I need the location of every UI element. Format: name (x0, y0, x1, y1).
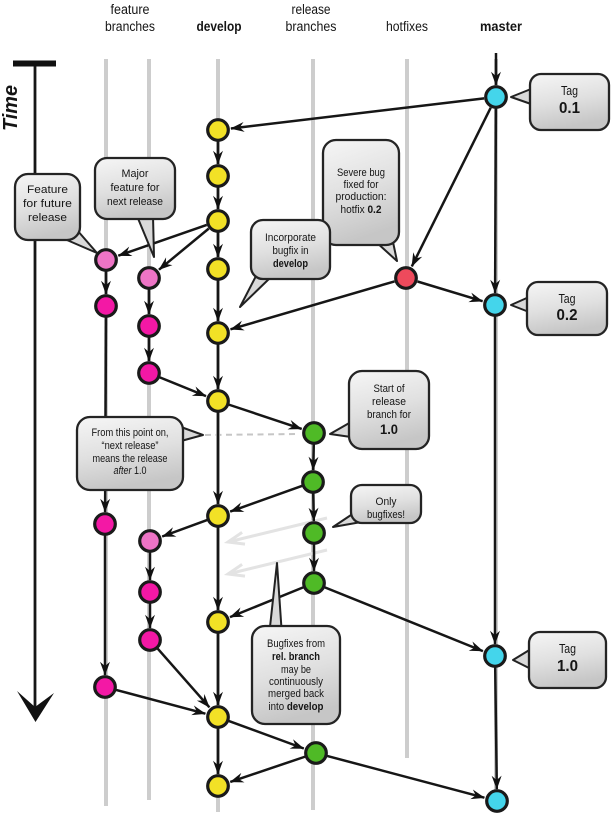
svg-text:develop: develop (273, 258, 308, 270)
svg-text:Tag: Tag (561, 84, 578, 98)
svg-text:after 1.0: after 1.0 (114, 465, 147, 477)
svg-text:into develop: into develop (269, 701, 324, 713)
svg-text:Severe bug: Severe bug (337, 167, 385, 179)
svg-text:Feature: Feature (27, 184, 68, 196)
svg-text:merged back: merged back (268, 688, 324, 700)
svg-text:Tag: Tag (559, 642, 576, 656)
svg-text:continuously: continuously (269, 676, 323, 688)
svg-text:release: release (292, 2, 331, 17)
svg-text:From this point on,: From this point on, (92, 427, 169, 439)
svg-text:bugfix in: bugfix in (273, 245, 309, 257)
svg-text:Tag: Tag (559, 292, 576, 306)
svg-text:master: master (480, 19, 523, 34)
svg-text:“next release”: “next release” (102, 440, 159, 452)
svg-text:means the release: means the release (93, 453, 168, 465)
svg-text:branch for: branch for (367, 409, 411, 421)
svg-text:bugfixes!: bugfixes! (367, 509, 405, 521)
svg-text:branches: branches (105, 19, 155, 34)
svg-text:release: release (372, 396, 406, 408)
svg-text:feature: feature (111, 2, 150, 17)
svg-text:hotfix 0.2: hotfix 0.2 (341, 204, 382, 216)
svg-text:Bugfixes from: Bugfixes from (267, 638, 325, 650)
svg-text:may be: may be (281, 664, 311, 676)
svg-text:branches: branches (286, 19, 337, 34)
svg-text:hotfixes: hotfixes (386, 19, 428, 34)
svg-text:production:: production: (336, 191, 387, 203)
svg-text:Only: Only (376, 496, 397, 508)
svg-text:Incorporate: Incorporate (265, 232, 316, 244)
svg-text:rel. branch: rel. branch (272, 651, 320, 663)
svg-text:develop: develop (197, 19, 242, 34)
svg-text:for future: for future (23, 198, 72, 210)
svg-text:Major: Major (122, 168, 149, 180)
svg-text:0.1: 0.1 (559, 100, 580, 117)
svg-text:Time: Time (0, 85, 22, 131)
svg-text:feature for: feature for (111, 182, 160, 194)
svg-text:1.0: 1.0 (380, 421, 398, 437)
svg-text:next release: next release (107, 196, 163, 208)
svg-text:Start of: Start of (374, 383, 406, 395)
svg-text:release: release (28, 212, 67, 224)
svg-text:1.0: 1.0 (557, 658, 578, 675)
svg-text:0.2: 0.2 (557, 307, 578, 324)
svg-text:fixed for: fixed for (344, 179, 379, 191)
